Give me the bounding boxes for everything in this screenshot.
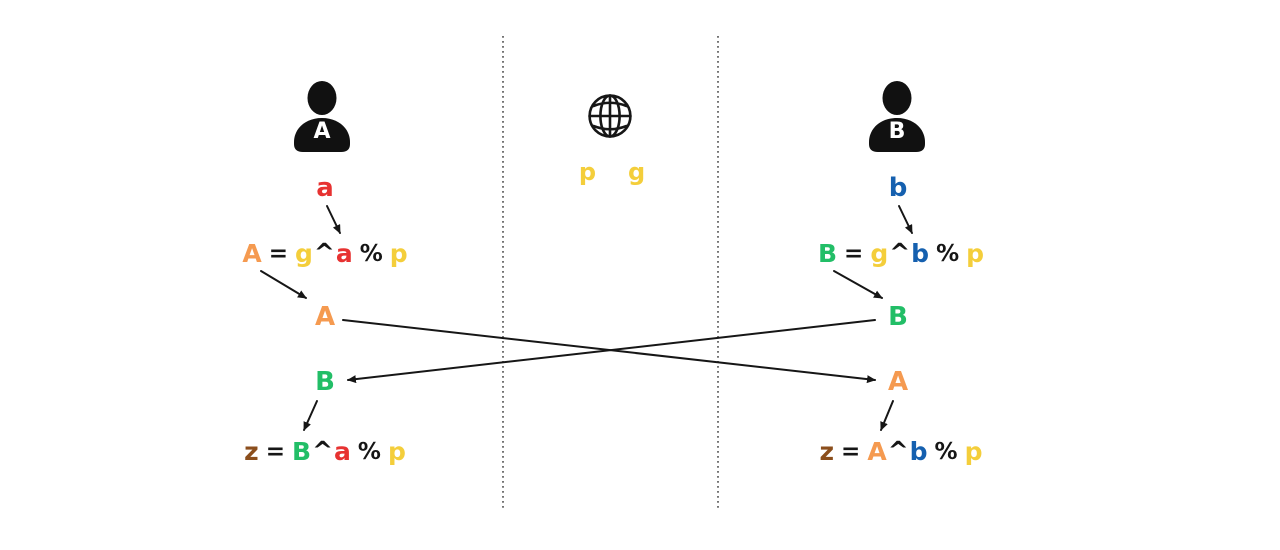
formula-token: p xyxy=(966,239,985,268)
formula-token: b xyxy=(909,437,928,466)
formula-token: ^ xyxy=(887,436,909,465)
arrow-alice-received-to-shared-formula xyxy=(303,400,318,431)
formula-token: = xyxy=(268,241,288,267)
public-param-p: p xyxy=(578,158,596,186)
formula-token: A xyxy=(242,239,262,268)
exchange-arrow-bob-B-to-alice xyxy=(347,319,876,384)
formula-token: p xyxy=(964,437,983,466)
bob-sent-value: B xyxy=(888,302,908,332)
alice-private-key: a xyxy=(316,173,334,203)
formula-token: = xyxy=(841,439,861,465)
formula-token: ^ xyxy=(312,436,334,465)
alice-sent-value: A xyxy=(314,302,336,332)
alice-received-value: B xyxy=(315,367,335,397)
formula-token: = xyxy=(844,241,864,267)
alice-shared-secret-formula: z = B ^ a % p xyxy=(215,436,435,466)
formula-token: a xyxy=(335,239,353,268)
bob-received-value: A xyxy=(887,367,909,397)
formula-token: p xyxy=(387,437,406,466)
formula-token: a xyxy=(334,437,351,466)
formula-token: % xyxy=(357,439,381,465)
formula-token: ^ xyxy=(313,238,335,267)
person-b-label: B xyxy=(888,119,906,144)
alice-public-formula: A = g ^ a % p xyxy=(215,238,435,268)
person-a: A xyxy=(287,81,357,153)
arrow-alice-secret-to-formula xyxy=(326,205,341,234)
person-a-icon xyxy=(294,81,350,152)
bob-shared-secret-formula: z = A ^ b % p xyxy=(791,436,1011,466)
arrow-alice-formula-to-sent-value xyxy=(260,270,307,299)
formula-token: p xyxy=(389,239,408,268)
bob-public-formula: B = g ^ b % p xyxy=(791,238,1011,268)
arrow-bob-received-to-shared-formula xyxy=(880,400,894,431)
formula-token: % xyxy=(934,439,958,465)
bob-private-key: b xyxy=(888,173,908,203)
person-b: B xyxy=(862,81,932,153)
formula-token: = xyxy=(265,439,285,465)
formula-token: z xyxy=(244,437,259,466)
public-parameters: p g xyxy=(552,158,672,186)
formula-token: B xyxy=(292,437,312,466)
formula-token: z xyxy=(819,437,835,466)
formula-token: % xyxy=(359,241,383,267)
formula-token: B xyxy=(817,239,838,268)
formula-token: b xyxy=(911,239,930,268)
formula-token: ^ xyxy=(889,238,911,267)
formula-token: % xyxy=(936,241,960,267)
person-a-label: A xyxy=(313,119,331,144)
formula-token: g xyxy=(870,239,889,268)
internet-globe-icon xyxy=(587,93,633,139)
public-param-g: g xyxy=(628,158,646,186)
formula-token: g xyxy=(294,239,313,268)
formula-token: A xyxy=(867,437,887,466)
arrow-bob-formula-to-sent-value xyxy=(833,270,883,299)
arrow-bob-secret-to-formula xyxy=(898,205,913,234)
person-b-icon xyxy=(869,81,925,152)
